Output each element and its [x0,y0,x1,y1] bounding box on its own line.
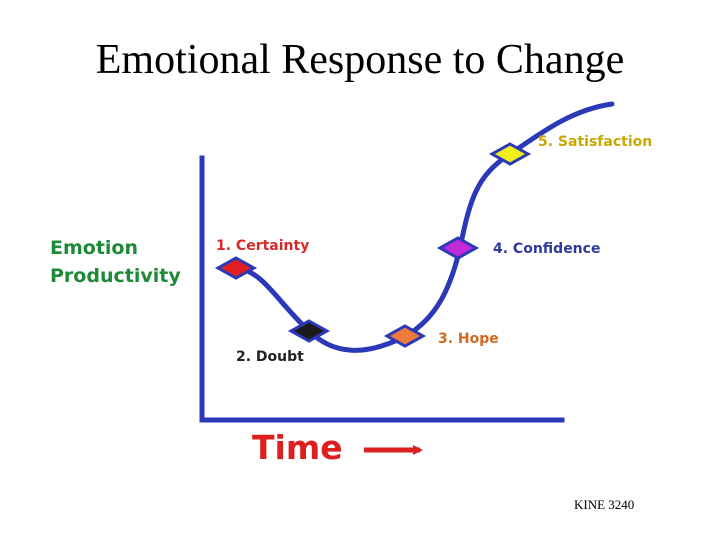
stage-label-doubt: 2. Doubt [236,349,304,365]
stage-label-hope: 3. Hope [438,331,499,347]
stage-label-confidence: 4. Confidence [493,241,600,257]
y-axis-label: Emotion Productivity [50,234,181,290]
emotion-curve [233,101,615,353]
stage-marker-hope [383,324,427,348]
stage-marker-doubt [287,319,331,343]
stage-label-satisfaction: 5. Satisfaction [538,134,652,150]
slide-title: Emotional Response to Change [95,37,625,83]
footer-course-code: KINE 3240 [574,497,635,512]
stage-marker-confidence [436,236,480,260]
stage-label-certainty: 1. Certainty [216,238,309,254]
y-axis-label-productivity: Productivity [50,265,181,287]
x-axis-label-time: Time [252,428,343,467]
stage-marker-satisfaction [488,142,532,166]
y-axis-label-emotion: Emotion [50,237,139,259]
stage-marker-certainty [214,256,258,280]
